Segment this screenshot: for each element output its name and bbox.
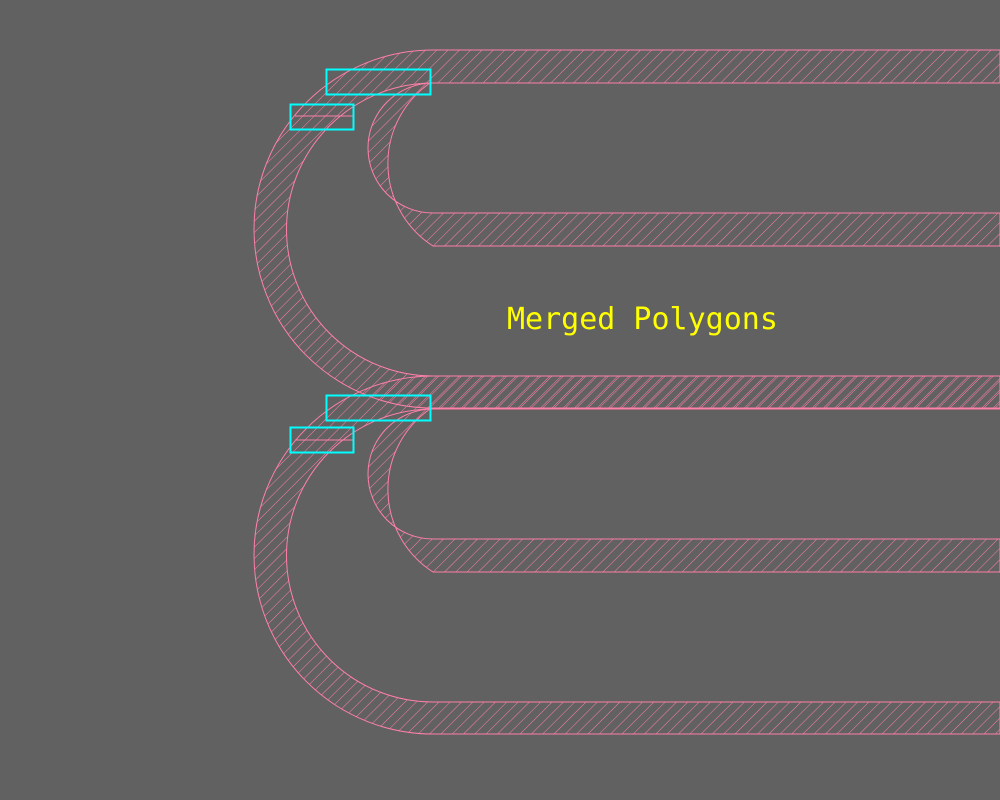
marker-box[interactable] (289, 426, 355, 454)
polygon-group-bottom (253, 375, 1000, 735)
marker-box[interactable] (325, 394, 432, 422)
marker-box[interactable] (289, 103, 355, 131)
marker-box[interactable] (325, 68, 432, 96)
polygon-group-top (253, 49, 1000, 409)
inner-loop-polygon[interactable] (367, 408, 1000, 573)
outer-loop-polygon[interactable] (253, 375, 1000, 735)
inner-loop-polygon[interactable] (367, 82, 1000, 247)
merged-polygons-label: Merged Polygons (507, 302, 778, 337)
